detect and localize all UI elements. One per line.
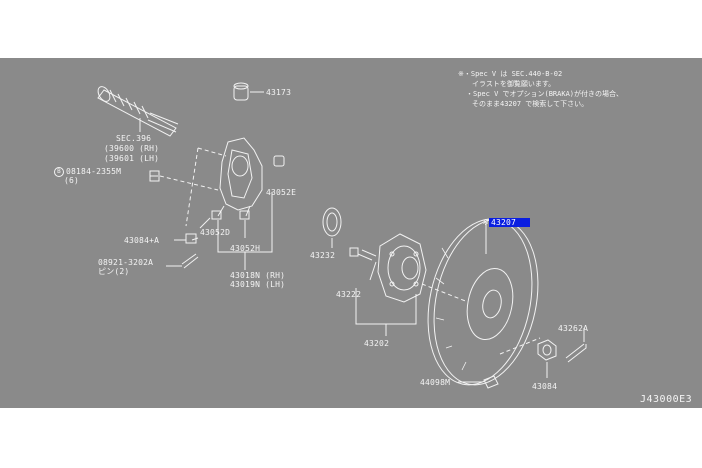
part-label-43052h[interactable]: 43052H bbox=[230, 244, 261, 253]
part-label-bolt-qty: (6) bbox=[64, 176, 80, 185]
leader-knuckle-bracket bbox=[217, 192, 273, 253]
part-label-39601[interactable]: (39601 (LH) bbox=[104, 154, 160, 163]
diagram-reference-code: J43000E3 bbox=[640, 394, 693, 405]
part-label-43019n[interactable]: 43019N (LH) bbox=[230, 280, 286, 289]
part-label-bolt[interactable]: 08184-2355M bbox=[66, 167, 122, 176]
part-label-pin: ピン(2) bbox=[98, 267, 130, 276]
dashed-guide bbox=[159, 147, 227, 227]
note-line-3: ・Spec V でオプション(BRAKA)が付きの場合、 bbox=[466, 90, 624, 98]
part-label-43018n[interactable]: 43018N (RH) bbox=[230, 271, 286, 280]
cotter-pin-icon bbox=[181, 253, 199, 269]
leader-43052d bbox=[191, 217, 211, 241]
dashed-axis bbox=[421, 283, 541, 355]
note-line-1: ※・Spec V は SEC.440-B-02 bbox=[458, 70, 563, 78]
spec-mark: ※ bbox=[482, 218, 489, 227]
hub-nut-43084 bbox=[537, 339, 557, 378]
bolt-prefix-circle: B bbox=[54, 167, 64, 177]
brake-rotor-43207 bbox=[427, 218, 539, 386]
exploded-view-drawing bbox=[97, 82, 587, 389]
note-line-2: イラストを御覧願います。 bbox=[472, 80, 556, 88]
seal-ring-43232 bbox=[322, 207, 342, 248]
part-label-43084a[interactable]: 43084+A bbox=[124, 236, 160, 245]
bolt-icon bbox=[149, 170, 160, 182]
part-label-43262a[interactable]: 43262A bbox=[558, 324, 589, 333]
parts-diagram-panel: ※・Spec V は SEC.440-B-02 イラストを御覧願います。 ・Sp… bbox=[0, 58, 702, 408]
leader-hub-bracket bbox=[355, 288, 417, 336]
part-label-43232[interactable]: 43232 bbox=[310, 251, 336, 260]
part-label-43202[interactable]: 43202 bbox=[364, 339, 390, 348]
part-label-43173[interactable]: 43173 bbox=[266, 88, 292, 97]
wheel-hub-43202 bbox=[349, 233, 427, 303]
bolt-44098m bbox=[458, 375, 499, 389]
part-label-43207[interactable]: ※43207 bbox=[462, 209, 531, 236]
nut-43084a-icon bbox=[185, 233, 197, 244]
grease-cap-43173 bbox=[233, 82, 264, 101]
part-label-43222[interactable]: 43222 bbox=[336, 290, 362, 299]
part-label-43052d[interactable]: 43052D bbox=[200, 228, 231, 237]
cotter-pin-43262a bbox=[565, 328, 587, 363]
note-line-4: そのまま43207 で検索して下さい。 bbox=[472, 100, 589, 108]
part-label-43052e[interactable]: 43052E bbox=[266, 188, 297, 197]
leader-43222 bbox=[369, 261, 377, 281]
part-label-43084[interactable]: 43084 bbox=[532, 382, 558, 391]
part-label-39600[interactable]: (39600 (RH) bbox=[104, 144, 160, 153]
part-label-08921[interactable]: 08921-3202A bbox=[98, 258, 154, 267]
part-label-sec396[interactable]: SEC.396 bbox=[116, 134, 152, 143]
steering-knuckle bbox=[211, 137, 285, 220]
highlighted-part-number[interactable]: 43207 bbox=[488, 218, 531, 227]
part-label-44098m[interactable]: 44098M bbox=[420, 378, 451, 387]
drive-shaft bbox=[97, 86, 179, 137]
